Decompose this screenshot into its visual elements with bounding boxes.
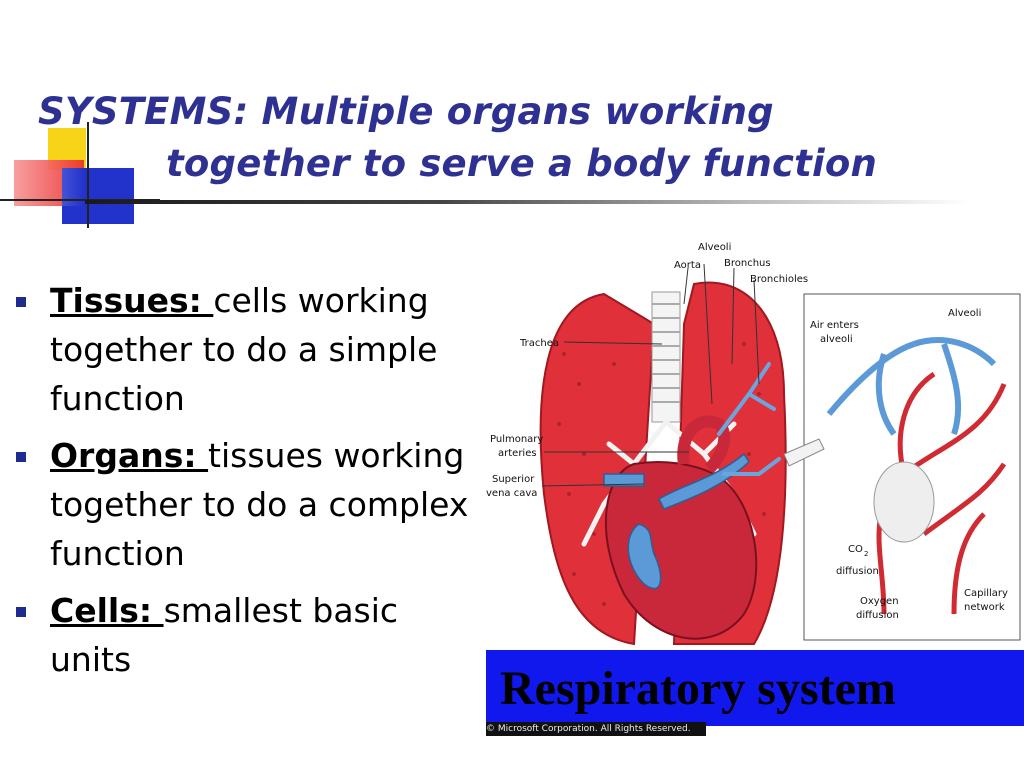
label-capillary: Capillary [964, 588, 1008, 599]
title-divider [85, 200, 970, 204]
trachea-shape [651, 291, 681, 423]
label-bronchioles: Bronchioles [750, 274, 808, 285]
slide-title: SYSTEMS: Multiple organs working togethe… [38, 86, 978, 190]
bullet-square-icon [16, 297, 26, 307]
label-alveoli-top: Alveoli [698, 242, 731, 253]
bullet-text: smallest basic units [50, 591, 399, 679]
caption-background [486, 650, 1024, 726]
bullet-list: Tissues: cells working together to do a … [14, 276, 474, 692]
alveoli-inset: Air enters alveoli Alveoli CO 2 diffusio… [783, 293, 1021, 641]
bullet-term: Organs: [50, 436, 209, 475]
label-trachea: Trachea [519, 338, 559, 349]
label-co2: CO [848, 544, 863, 555]
bullet-text: tissues working together to do a complex… [50, 436, 469, 573]
slide-title-line-1: SYSTEMS: Multiple organs working [38, 90, 774, 133]
bullet-square-icon [16, 452, 26, 462]
copyright-notice: © Microsoft Corporation. All Rights Rese… [486, 722, 706, 736]
label-pulmonary-1: Pulmonary [490, 434, 543, 445]
label-oxygen: Oxygen [860, 596, 899, 607]
slide-title-line-2: together to serve a body function [166, 142, 878, 185]
bullet-item: Cells: smallest basic units [14, 586, 474, 684]
label-superior-1: Superior [492, 474, 535, 485]
label-diffusion-2: diffusion [856, 610, 899, 621]
respiratory-system-illustration: Air enters alveoli Alveoli CO 2 diffusio… [486, 242, 1021, 646]
label-diffusion-1: diffusion [836, 566, 879, 577]
bullet-term: Cells: [50, 591, 164, 630]
bullet-square-icon [16, 607, 26, 617]
label-bronchus: Bronchus [724, 258, 771, 269]
label-pulmonary-2: arteries [498, 448, 537, 459]
label-air-enters-1: Air enters [810, 320, 859, 331]
label-network: network [964, 602, 1005, 613]
corner-decoration [0, 122, 160, 228]
label-superior-2: vena cava [486, 488, 537, 499]
bullet-item: Tissues: cells working together to do a … [14, 276, 474, 423]
label-alveoli-inset: Alveoli [948, 308, 981, 319]
label-co2-sub: 2 [864, 550, 868, 558]
figure-caption: Respiratory system [500, 662, 896, 715]
bullet-item: Organs: tissues working together to do a… [14, 431, 474, 578]
bullet-term: Tissues: [50, 281, 214, 320]
label-aorta: Aorta [674, 260, 701, 271]
label-air-enters-2: alveoli [820, 334, 853, 345]
bullet-text: cells working together to do a simple fu… [50, 281, 438, 418]
